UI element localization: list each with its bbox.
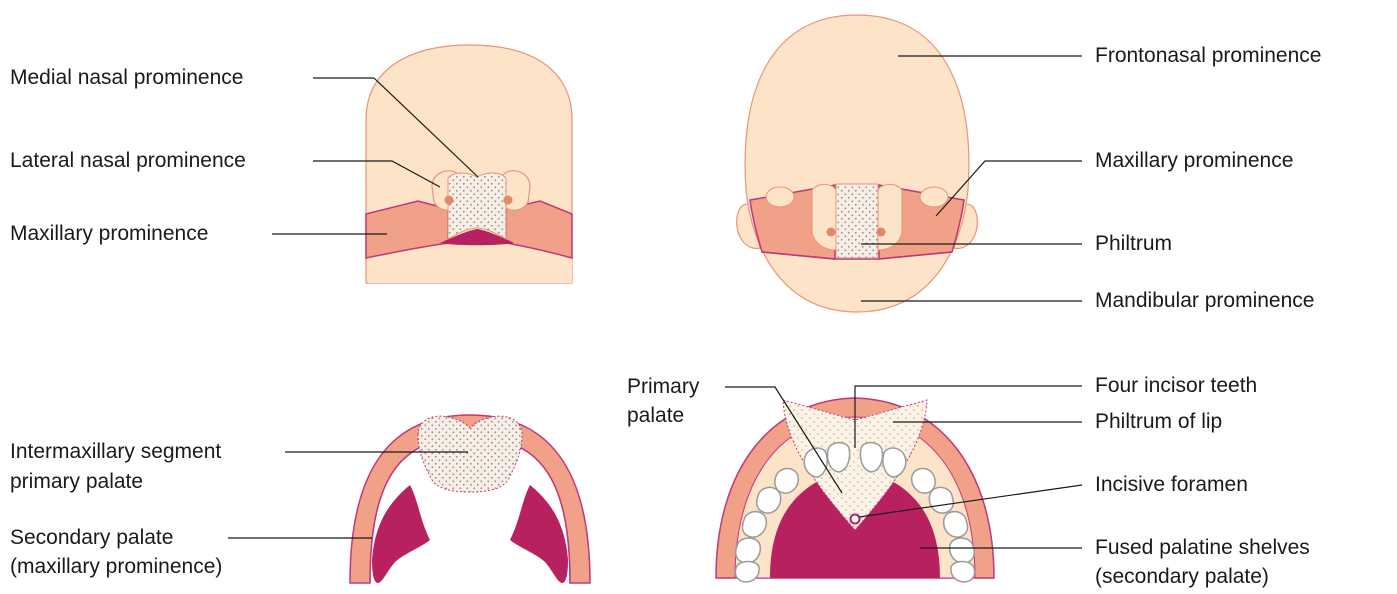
tooth-r3 (944, 512, 968, 537)
label-maxillary-prominence-right: Maxillary prominence (1095, 149, 1293, 172)
label-primary: Primary (627, 375, 700, 398)
nostril-left (827, 228, 836, 237)
nasal-pit-left (445, 196, 454, 205)
label-secondary-palate-paren: (secondary palate) (1095, 565, 1269, 588)
label-philtrum: Philtrum (1095, 232, 1172, 255)
label-maxillary-prominence-paren: (maxillary prominence) (10, 555, 222, 578)
label-maxillary-prominence-left: Maxillary prominence (10, 222, 208, 245)
label-frontonasal-prominence: Frontonasal prominence (1095, 44, 1321, 67)
nostril-right (877, 228, 886, 237)
head-outline-right (745, 15, 969, 312)
lateral-nasal-right-panel-left (812, 184, 836, 250)
tooth-l4 (736, 538, 761, 563)
tooth-r1 (912, 469, 935, 494)
panel-top-right-face (737, 15, 977, 312)
label-fused-palatine-shelves: Fused palatine shelves (1095, 536, 1310, 559)
lateral-nasal-right-panel-right (878, 184, 902, 250)
eye-left (766, 187, 794, 207)
panel-bottom-left-palate (350, 415, 590, 583)
label-philtrum-of-lip: Philtrum of lip (1095, 410, 1222, 433)
nasal-pit-right (504, 196, 513, 205)
label-primary-palate-left: primary palate (10, 470, 143, 493)
label-intermaxillary-segment: Intermaxillary segment (10, 440, 221, 463)
philtrum-region (836, 184, 878, 258)
incisor-3 (860, 443, 882, 472)
tooth-l1 (775, 469, 798, 494)
intermaxillary-segment (418, 416, 522, 492)
tooth-r5 (951, 561, 975, 582)
label-incisive-foramen: Incisive foramen (1095, 473, 1248, 496)
incisor-4 (883, 448, 906, 477)
eye-right (920, 187, 948, 207)
label-secondary-palate: Secondary palate (10, 526, 173, 549)
tooth-l3 (742, 512, 766, 537)
tooth-r4 (950, 538, 975, 563)
tooth-l5 (735, 561, 759, 582)
label-palate: palate (627, 404, 684, 427)
label-lateral-nasal-prominence: Lateral nasal prominence (10, 149, 246, 172)
label-medial-nasal-prominence: Medial nasal prominence (10, 66, 243, 89)
tooth-l2 (757, 487, 781, 513)
label-four-incisor-teeth: Four incisor teeth (1095, 374, 1257, 397)
incisor-2 (827, 443, 849, 472)
incisive-foramen (851, 515, 860, 524)
tooth-r2 (929, 487, 953, 513)
label-mandibular-prominence: Mandibular prominence (1095, 289, 1314, 312)
